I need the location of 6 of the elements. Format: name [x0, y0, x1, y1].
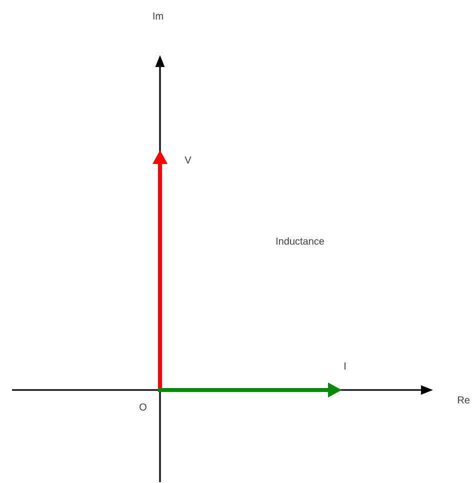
phasor-label: V	[184, 156, 192, 164]
origin-label: O	[140, 403, 146, 411]
axis-label: Re	[458, 396, 470, 404]
region-label: Inductance	[276, 237, 324, 245]
axis-label: Im	[153, 12, 163, 20]
phasor-label: I	[344, 362, 346, 370]
